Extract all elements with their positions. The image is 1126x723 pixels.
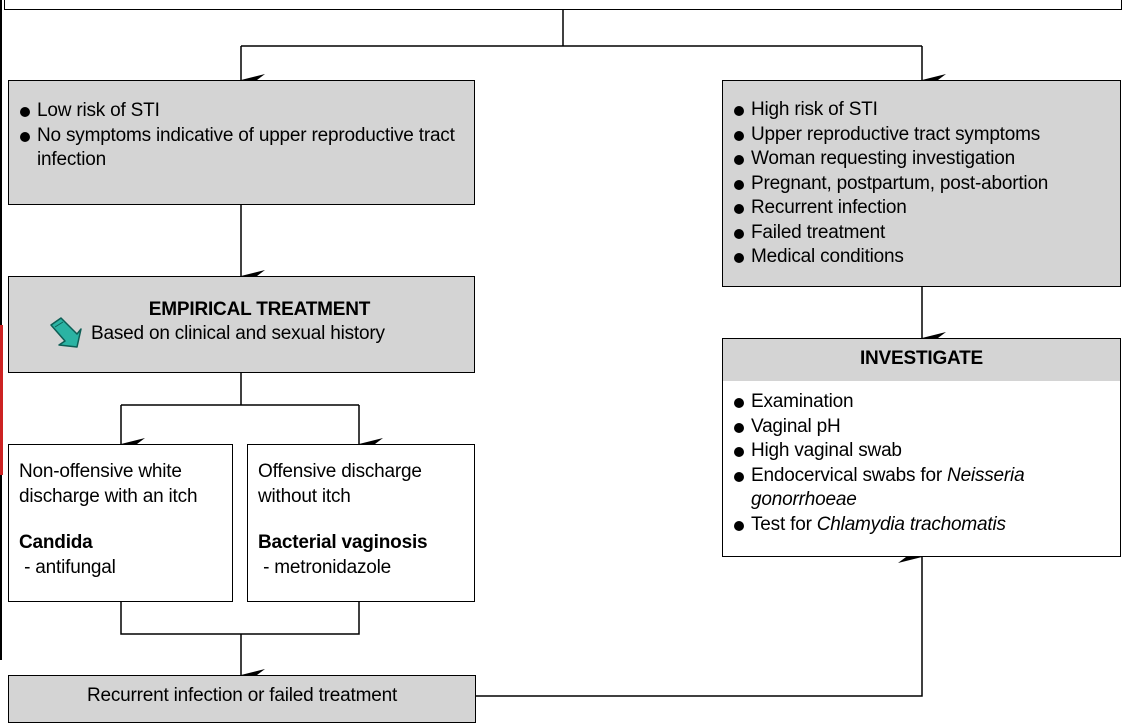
high-risk-item: Medical conditions — [733, 245, 1110, 270]
candida-description: Non-offensive white discharge with an it… — [19, 461, 198, 507]
candida-box: Non-offensive white discharge with an it… — [8, 444, 233, 602]
bv-name: Bacterial vaginosis — [258, 532, 428, 553]
high-risk-item: Upper reproductive tract symptoms — [733, 123, 1110, 148]
recurrent-text: Recurrent infection or failed treatment — [86, 685, 398, 706]
bacterial-vaginosis-box: Offensive discharge without itch Bacteri… — [247, 444, 475, 602]
recurrent-box: Recurrent infection or failed treatment — [8, 675, 476, 723]
red-edge-mark — [0, 325, 3, 475]
investigate-item: Test for Chlamydia trachomatis — [733, 513, 1110, 538]
empirical-title: EMPIRICAL TREATMENT — [148, 299, 371, 320]
candida-name: Candida — [19, 532, 93, 553]
high-risk-box: High risk of STI Upper reproductive trac… — [722, 80, 1121, 287]
top-box — [4, 0, 1122, 10]
investigate-box: INVESTIGATE Examination Vaginal pH High … — [722, 338, 1121, 557]
high-risk-item: Failed treatment — [733, 221, 1110, 246]
low-risk-item: Low risk of STI — [19, 99, 464, 124]
low-risk-list: Low risk of STI No symptoms indicative o… — [19, 99, 464, 173]
investigate-item: High vaginal swab — [733, 439, 1110, 464]
investigate-item: Vaginal pH — [733, 415, 1110, 440]
join-line — [120, 602, 360, 635]
empirical-subtitle: Based on clinical and sexual history — [91, 323, 385, 344]
bv-treatment: - metronidazole — [258, 556, 392, 578]
high-risk-item: Pregnant, postpartum, post-abortion — [733, 172, 1110, 197]
hand-pointer-icon — [50, 317, 82, 348]
investigate-item: Examination — [733, 390, 1110, 415]
high-risk-item: High risk of STI — [733, 98, 1110, 123]
investigate-header: INVESTIGATE — [723, 339, 1120, 381]
arrow-recurrent-to-investigate — [476, 551, 923, 697]
high-risk-item: Woman requesting investigation — [733, 147, 1110, 172]
low-risk-box: Low risk of STI No symptoms indicative o… — [8, 80, 475, 205]
high-risk-item: Recurrent infection — [733, 196, 1110, 221]
empirical-treatment-box: EMPIRICAL TREATMENT Based on clinical an… — [8, 276, 475, 373]
investigate-item: Endocervical swabs for Neisseria gonorrh… — [733, 464, 1081, 513]
bv-description: Offensive discharge without itch — [258, 461, 422, 507]
investigate-title: INVESTIGATE — [859, 348, 984, 369]
investigate-list: Examination Vaginal pH High vaginal swab… — [723, 381, 1120, 537]
low-risk-item: No symptoms indicative of upper reproduc… — [19, 124, 457, 173]
high-risk-list: High risk of STI Upper reproductive trac… — [733, 98, 1110, 270]
candida-treatment: - antifungal — [19, 556, 116, 578]
